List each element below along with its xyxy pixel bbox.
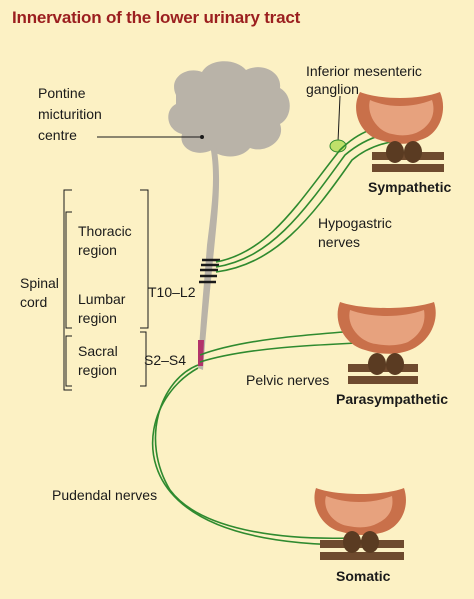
pudendal-nerves (151, 364, 356, 546)
label-somatic: Somatic (336, 568, 391, 584)
label-thoracic-line1: Thoracic (78, 223, 132, 239)
label-pelvic-nerves: Pelvic nerves (246, 372, 330, 388)
label-micturition: micturition (38, 106, 102, 122)
spinal-cord (198, 145, 220, 370)
label-ganglion-line2: ganglion (306, 81, 359, 97)
label-sacral-line1: Sacral (78, 343, 118, 359)
label-spinal-line1: Spinal (20, 275, 59, 291)
label-hypogastric-line1: Hypogastric (318, 215, 392, 231)
label-ganglion-line1: Inferior mesenteric (306, 63, 422, 79)
bladder-parasympathetic (337, 302, 436, 384)
label-centre: centre (38, 127, 77, 143)
bladder-somatic (314, 488, 406, 560)
diagram-title: Innervation of the lower urinary tract (12, 8, 301, 27)
label-lumbar-line1: Lumbar (78, 291, 126, 307)
label-lumbar-line2: region (78, 310, 117, 326)
sacral-segment (198, 340, 204, 366)
label-s2-s4: S2–S4 (144, 352, 187, 368)
bladder-sympathetic (356, 92, 444, 172)
label-sacral-line2: region (78, 362, 117, 378)
label-spinal-line2: cord (20, 294, 48, 310)
label-thoracic-line2: region (78, 242, 117, 258)
region-brackets (63, 189, 149, 391)
label-sympathetic: Sympathetic (368, 179, 452, 195)
label-pudendal-nerves: Pudendal nerves (52, 487, 158, 503)
label-parasympathetic: Parasympathetic (336, 391, 449, 407)
label-pontine: Pontine (38, 85, 86, 101)
thoracolumbar-segment-marks (199, 258, 220, 284)
ganglion-pointer (337, 95, 341, 143)
brain-shape (168, 61, 290, 157)
label-hypogastric-line2: nerves (318, 234, 361, 250)
label-t10-l2: T10–L2 (148, 284, 196, 300)
